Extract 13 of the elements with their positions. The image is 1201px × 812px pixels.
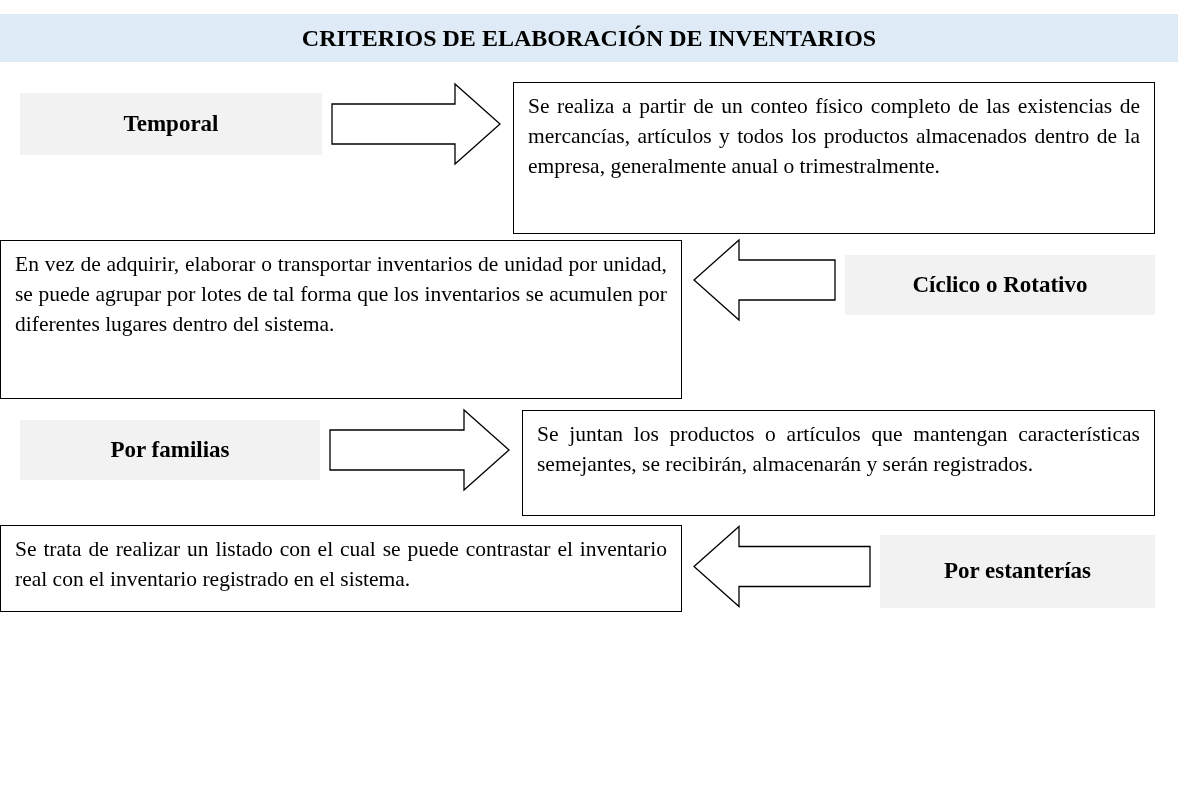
title-banner: CRITERIOS DE ELABORACIÓN DE INVENTARIOS (0, 14, 1178, 62)
description-box: Se realiza a partir de un conteo físico completo de las existencias de mercancías, artículos y todos los productos almacenados dentro de la empresa, generalmente anual o trimestralmente. (513, 82, 1155, 234)
category-box: Por familias (20, 420, 320, 480)
block-arrow (693, 525, 871, 608)
block-arrow (329, 408, 510, 492)
block-arrow (331, 82, 501, 166)
block-arrow (693, 238, 836, 322)
category-box: Por estanterías (880, 535, 1155, 608)
description-box: Se trata de realizar un listado con el cual se puede contrastar el inventario real con el inventario registrado en el sistema. (0, 525, 682, 612)
category-box: Cíclico o Rotativo (845, 255, 1155, 315)
description-box: Se juntan los productos o artículos que mantengan características semejantes, se recibirán, almacenarán y serán registrados. (522, 410, 1155, 516)
description-box: En vez de adquirir, elaborar o transportar inventarios de unidad por unidad, se puede agrupar por lotes de tal forma que los inventarios se acumulen por diferentes lugares dentro del sistema. (0, 240, 682, 399)
category-box: Temporal (20, 93, 322, 155)
